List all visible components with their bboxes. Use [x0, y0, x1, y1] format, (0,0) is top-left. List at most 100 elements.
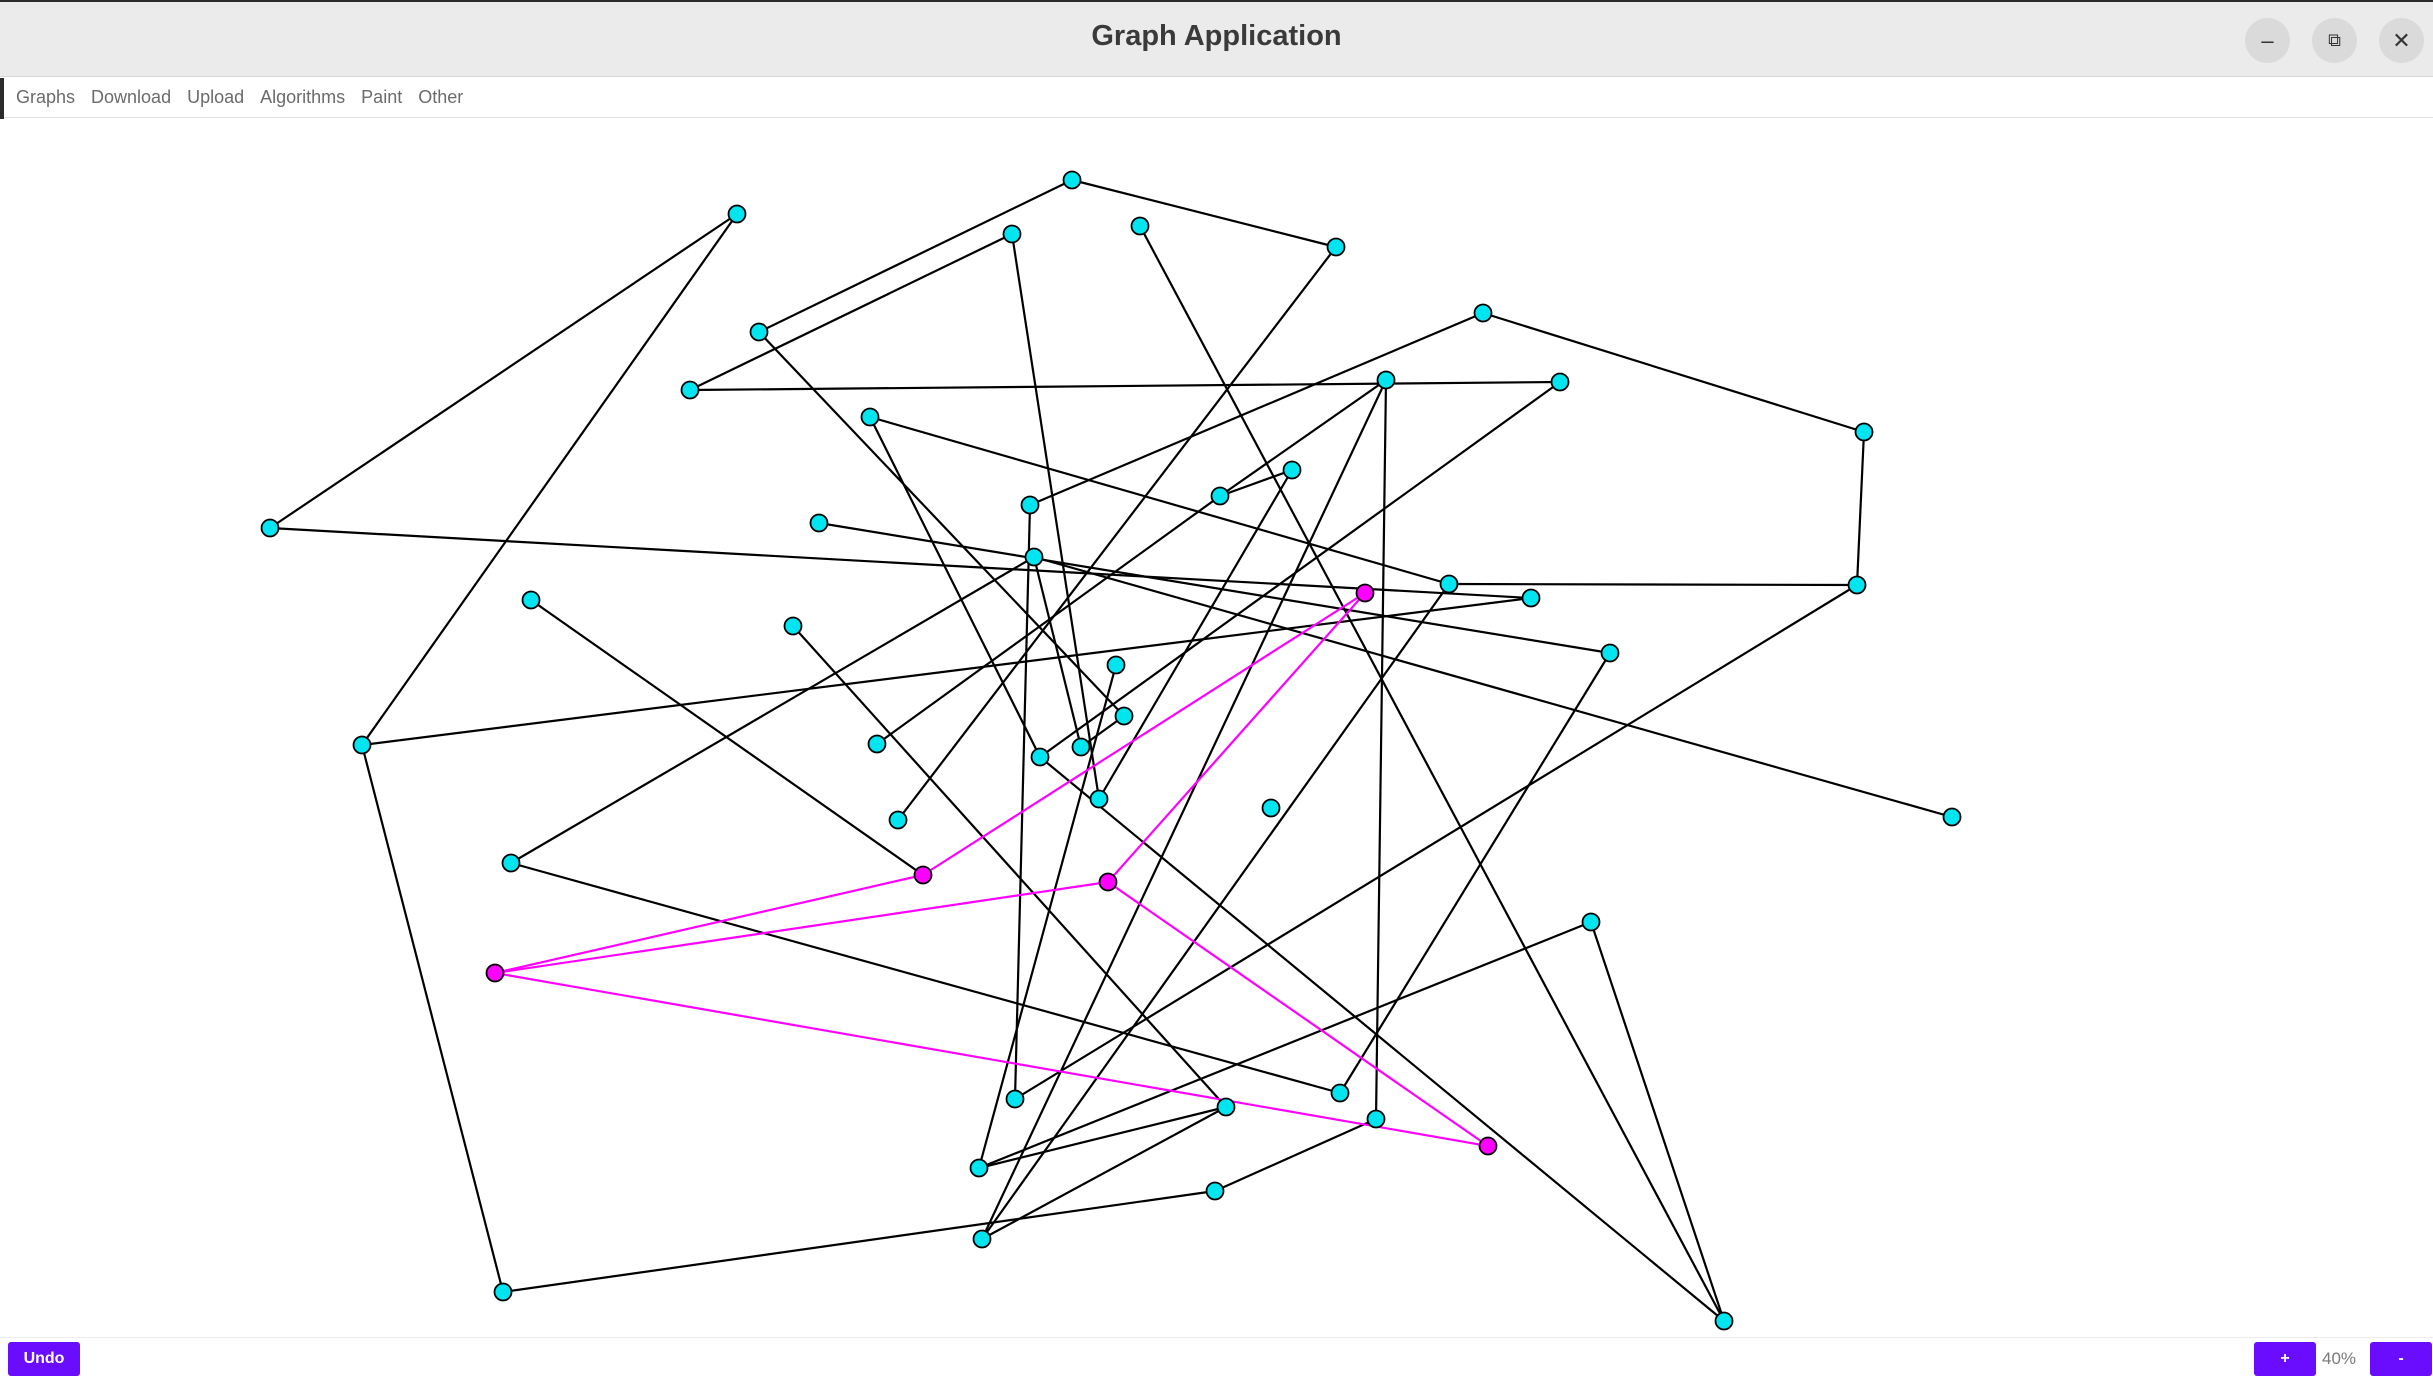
graph-edge[interactable] — [1039, 756, 1725, 1322]
graph-edge[interactable] — [361, 596, 1532, 747]
graph-node[interactable] — [1210, 486, 1230, 506]
graph-node[interactable] — [809, 513, 829, 533]
graph-edge[interactable] — [1219, 468, 1293, 498]
graph-node[interactable] — [680, 380, 700, 400]
graph-node[interactable] — [501, 853, 521, 873]
graph-edge[interactable] — [1219, 379, 1387, 497]
highlighted-edge[interactable] — [494, 880, 1109, 975]
graph-edge[interactable] — [818, 521, 1611, 655]
graph-node[interactable] — [1550, 372, 1570, 392]
graph-node[interactable] — [1581, 912, 1601, 932]
graph-edge[interactable] — [1010, 233, 1101, 800]
menu-other[interactable]: Other — [418, 87, 464, 107]
highlighted-edge[interactable] — [1107, 881, 1489, 1147]
zoom-in-button[interactable]: + — [2254, 1342, 2316, 1376]
graph-node[interactable] — [783, 616, 803, 636]
graph-node[interactable] — [1847, 575, 1867, 595]
graph-edge[interactable] — [1214, 1117, 1377, 1193]
graph-edge[interactable] — [510, 861, 1341, 1095]
close-button[interactable]: ✕ — [2379, 18, 2424, 63]
graph-edge[interactable] — [1014, 584, 1858, 1100]
highlighted-edge[interactable] — [494, 873, 924, 975]
graph-node[interactable] — [1854, 422, 1874, 442]
graph-node[interactable] — [1261, 798, 1281, 818]
graph-edge[interactable] — [1098, 469, 1293, 800]
graph-node[interactable] — [860, 407, 880, 427]
graph-edge[interactable] — [1448, 582, 1858, 587]
graph-node[interactable] — [1020, 495, 1040, 515]
graph-node[interactable] — [969, 1158, 989, 1178]
graph-edge[interactable] — [1374, 379, 1388, 1120]
graph-edge[interactable] — [1032, 556, 1083, 748]
highlighted-edge[interactable] — [1107, 592, 1366, 883]
graph-edge[interactable] — [978, 1105, 1227, 1170]
graph-node[interactable] — [1366, 1109, 1386, 1129]
menu-download[interactable]: Download — [91, 87, 172, 107]
graph-edge[interactable] — [978, 920, 1592, 1170]
highlighted-node[interactable] — [1098, 872, 1118, 892]
graph-canvas[interactable] — [0, 119, 2433, 1337]
highlighted-node[interactable] — [485, 963, 505, 983]
undo-button[interactable]: Undo — [8, 1342, 80, 1376]
graph-node[interactable] — [1330, 1083, 1350, 1103]
graph-node[interactable] — [1216, 1097, 1236, 1117]
graph-node[interactable] — [1714, 1311, 1734, 1331]
graph-node[interactable] — [1473, 303, 1493, 323]
graph-node[interactable] — [1002, 224, 1022, 244]
menu-algorithms[interactable]: Algorithms — [260, 87, 346, 107]
graph-node[interactable] — [749, 322, 769, 342]
graph-edge[interactable] — [1339, 652, 1611, 1094]
graph-edge[interactable] — [1482, 311, 1865, 434]
graph-edge[interactable] — [1855, 431, 1866, 586]
graph-node[interactable] — [1030, 747, 1050, 767]
graph-node[interactable] — [727, 204, 747, 224]
graph-node[interactable] — [888, 810, 908, 830]
graph-node[interactable] — [1439, 574, 1459, 594]
graph-edge[interactable] — [981, 1106, 1227, 1240]
restore-button[interactable]: ⧉ — [2312, 18, 2357, 63]
graph-svg[interactable] — [0, 119, 2433, 1337]
graph-node[interactable] — [1062, 170, 1082, 190]
graph-edge[interactable] — [689, 233, 1013, 391]
graph-node[interactable] — [521, 590, 541, 610]
graph-node[interactable] — [1282, 460, 1302, 480]
graph-edge[interactable] — [689, 380, 1561, 392]
graph-edge[interactable] — [758, 331, 1125, 717]
graph-node[interactable] — [1600, 643, 1620, 663]
graph-edge[interactable] — [792, 625, 1227, 1108]
graph-edge[interactable] — [1013, 504, 1032, 1100]
graph-edge[interactable] — [977, 664, 1118, 1169]
graph-node[interactable] — [1205, 1181, 1225, 1201]
graph-node[interactable] — [1114, 706, 1134, 726]
graph-node[interactable] — [1106, 655, 1126, 675]
graph-edge[interactable] — [502, 1189, 1216, 1294]
highlighted-node[interactable] — [1478, 1136, 1498, 1156]
graph-edge[interactable] — [269, 213, 738, 529]
menu-paint[interactable]: Paint — [361, 87, 403, 107]
graph-node[interactable] — [972, 1229, 992, 1249]
graph-node[interactable] — [493, 1282, 513, 1302]
graph-node[interactable] — [260, 518, 280, 538]
graph-edge[interactable] — [1033, 555, 1953, 819]
graph-edge[interactable] — [1029, 311, 1484, 507]
graph-node[interactable] — [352, 735, 372, 755]
graph-edge[interactable] — [981, 583, 1450, 1240]
graph-edge[interactable] — [869, 416, 1041, 758]
graph-node[interactable] — [1326, 237, 1346, 257]
graph-edge[interactable] — [869, 415, 1450, 586]
graph-node[interactable] — [1024, 547, 1044, 567]
graph-edge[interactable] — [1071, 178, 1337, 249]
graph-edge[interactable] — [1139, 225, 1725, 1322]
highlighted-node[interactable] — [1355, 583, 1375, 603]
graph-edge[interactable] — [1589, 921, 1726, 1322]
zoom-out-button[interactable]: - — [2370, 1342, 2432, 1376]
menu-graphs[interactable]: Graphs — [16, 87, 76, 107]
graph-node[interactable] — [1942, 807, 1962, 827]
graph-node[interactable] — [1005, 1089, 1025, 1109]
highlighted-node[interactable] — [913, 865, 933, 885]
graph-edge[interactable] — [510, 556, 1035, 864]
graph-edge[interactable] — [897, 246, 1337, 821]
graph-edge[interactable] — [758, 179, 1073, 333]
minimize-button[interactable]: – — [2245, 18, 2290, 63]
graph-edge[interactable] — [361, 213, 738, 746]
